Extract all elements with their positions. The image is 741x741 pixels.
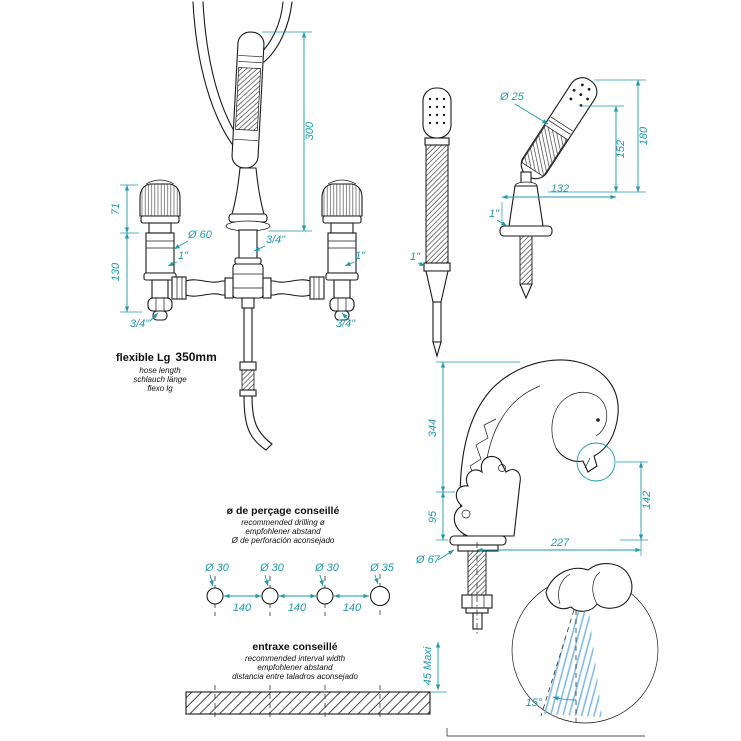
flexible-sub-es: flexo lg (147, 384, 173, 393)
flexible-sub-en: hose length (139, 366, 181, 375)
dim-left-connection: 1" (178, 250, 189, 262)
dim-deck-max-thickness: 45 Maxi (422, 646, 434, 685)
deck-section: 45 Maxi (185, 642, 447, 721)
flexible-sub-de: schlauch länge (133, 375, 187, 384)
dim-center-connection: 3/4" (266, 234, 286, 246)
spray-face-dots (428, 97, 446, 125)
flexible-label: flexible Lg 350mm (116, 350, 217, 364)
dim-right-connection: 1" (355, 250, 366, 262)
drilling-note: ø de perçage conseillé recommended drill… (227, 505, 340, 545)
handshower-holder-column (422, 87, 452, 359)
dim-holder-connection: 1" (410, 251, 421, 263)
interval-sub-es: distancia entre taladros aconsejado (232, 672, 358, 681)
hole-3 (316, 587, 334, 605)
front-view-dimensions: 300 71 130 Ø 60 3/4" 1" 1" 3/4" 3/4" (110, 31, 366, 330)
dim-height-inner: 152 (615, 140, 627, 158)
interval-sub-de: empfohlener abstand (257, 663, 333, 672)
spacing-1: 140 (233, 602, 252, 614)
dim-outlet-height: 142 (641, 491, 653, 509)
hole-4 (369, 585, 391, 607)
spray-detail: 15° (446, 563, 659, 737)
dim-height-base: 95 (427, 510, 439, 523)
swan-spout-dimensions: 344 95 142 227 Ø 67 (415, 361, 653, 566)
dim-left-outlet: 3/4" (130, 318, 150, 330)
outlet-highlight-circle (576, 442, 616, 482)
spacing-2: 140 (288, 602, 307, 614)
flexible-note: flexible Lg 350mm hose length schlauch lä… (116, 350, 217, 393)
handshower-holder (225, 167, 271, 232)
interval-sub-en: recommended interval width (245, 654, 346, 663)
dim-base-diameter: Ø 67 (415, 554, 441, 566)
drilling-sub-en: recommended drilling ø (241, 518, 325, 527)
spacing-3: 140 (343, 602, 362, 614)
hole-1 (206, 587, 224, 605)
drilling-title: ø de perçage conseillé (227, 505, 340, 517)
spray-pattern (541, 612, 602, 717)
interval-note: entraxe conseillé recommended interval w… (232, 641, 358, 681)
dim-reach: 227 (550, 537, 570, 549)
hole-3-diameter: Ø 30 (314, 562, 340, 574)
dim-reach: 132 (551, 183, 569, 195)
swan-spout-view: 344 95 142 227 Ø 67 (415, 359, 653, 636)
handshower-in-holder (231, 31, 265, 169)
dim-spray-angle: 15° (526, 697, 543, 709)
drilling-diagram: Ø 30 Ø 30 Ø 30 Ø 35 140 140 140 (204, 562, 395, 616)
handshower-view: Ø 25 180 152 132 1" 1" (410, 77, 650, 359)
dim-handle-height: 71 (110, 203, 122, 215)
handshower-on-mount (499, 77, 598, 300)
dim-body-height: 130 (110, 262, 122, 281)
hole-1-diameter: Ø 30 (204, 562, 230, 574)
flexible-hose (239, 307, 273, 451)
dim-height-total: 180 (638, 126, 650, 145)
spout-tip-detail (545, 563, 633, 612)
dim-head-diameter: Ø 25 (499, 91, 525, 103)
center-valve-body (232, 229, 264, 309)
front-view: 300 71 130 Ø 60 3/4" 1" 1" 3/4" 3/4" fle… (110, 1, 366, 451)
dim-height-total: 344 (427, 419, 439, 437)
dim-spout-height: 300 (304, 121, 316, 140)
flexible-label-text: flexible Lg (116, 352, 170, 364)
interval-title: entraxe conseillé (252, 641, 337, 653)
spray-face-dots-angled (569, 83, 591, 107)
flexible-value-text: 350mm (175, 350, 216, 364)
dim-base-diameter: Ø 60 (187, 229, 213, 241)
drilling-sub-de: empfohlener abstand (245, 527, 321, 536)
supply-pipe-right (262, 276, 325, 300)
hole-4-diameter: Ø 35 (369, 562, 395, 574)
supply-pipe (171, 276, 234, 300)
hole-2 (261, 587, 279, 605)
drilling-sub-es: Ø de perforación aconsejado (231, 536, 335, 545)
handshower-dimensions: Ø 25 180 152 132 1" 1" (410, 79, 650, 267)
dim-right-outlet: 3/4" (336, 318, 356, 330)
hole-2-diameter: Ø 30 (259, 562, 285, 574)
dim-shower-connection: 1" (489, 208, 500, 220)
